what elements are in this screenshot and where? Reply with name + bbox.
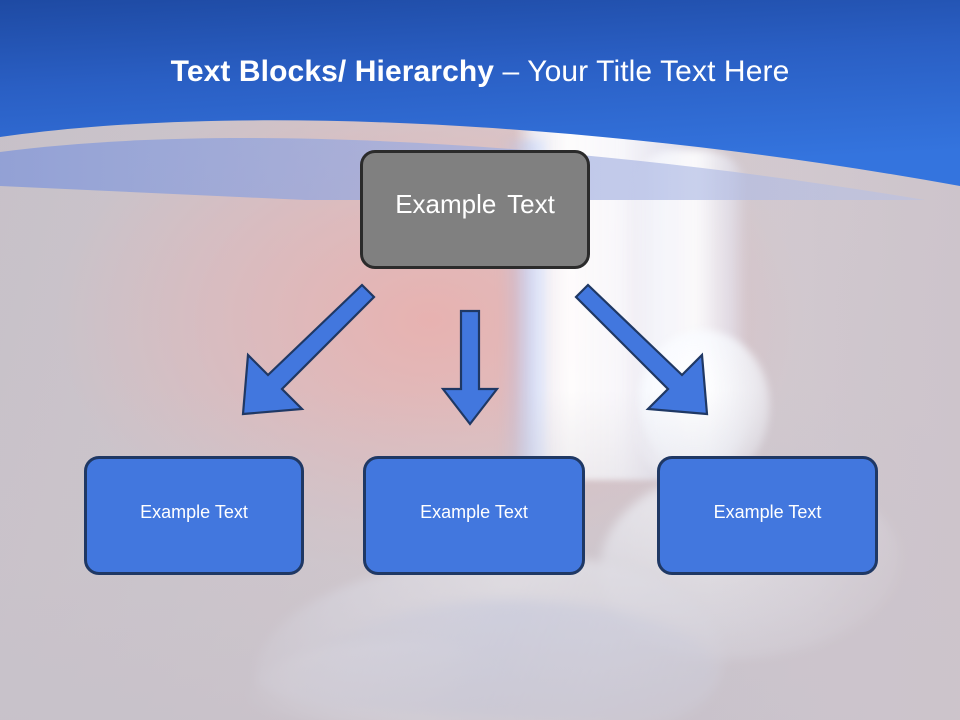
hierarchy-child-label-3: Example Text	[713, 502, 822, 522]
hierarchy-child-label-1: Example Text	[140, 502, 248, 522]
background-right-vignette	[710, 150, 960, 720]
hierarchy-child-node-2[interactable]: Example Text	[363, 456, 585, 575]
hierarchy-child-node-3[interactable]: Example Text	[657, 456, 878, 575]
page-title-separator: –	[494, 55, 528, 88]
hierarchy-parent-node[interactable]: Example Text	[360, 150, 590, 269]
page-title-bold: Text Blocks/ Hierarchy	[170, 55, 495, 88]
page-title: Text Blocks/ Hierarchy – Your Title Text…	[0, 52, 960, 92]
hierarchy-child-node-1[interactable]: Example Text	[84, 456, 304, 575]
hierarchy-child-label-2: Example Text	[420, 502, 528, 522]
hierarchy-parent-label: Example Text	[395, 189, 555, 219]
page-title-regular: Your Title Text Here	[527, 55, 790, 88]
